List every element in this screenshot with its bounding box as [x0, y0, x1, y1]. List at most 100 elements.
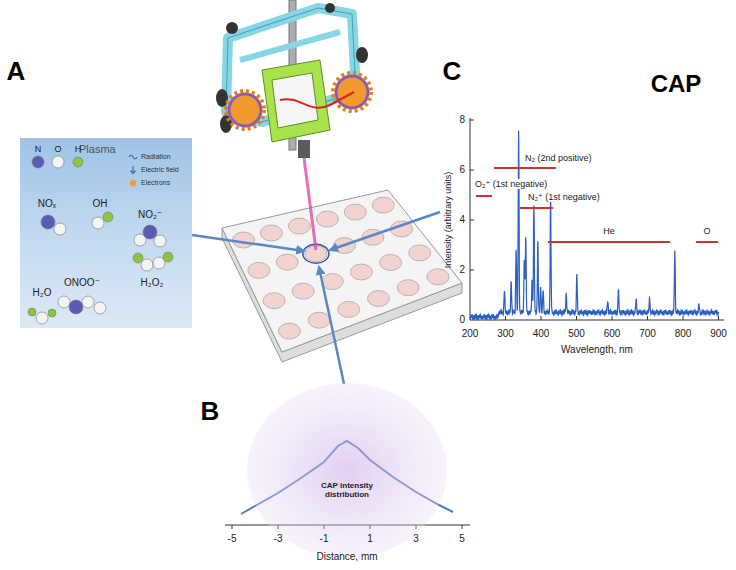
band-bars: [520, 207, 553, 209]
panel-letter: C: [443, 57, 462, 87]
panel-letter: B: [201, 397, 220, 427]
species-label: NO₂⁻: [138, 209, 162, 221]
plasma-device: [240, 32, 340, 60]
intensity-circle: CAP intensity distribution: [247, 383, 447, 558]
well: [368, 291, 390, 307]
pointer-arrows: [330, 212, 440, 250]
species-label: O: [54, 144, 61, 154]
molecule-icons: [92, 217, 104, 229]
legend-sample: [128, 178, 139, 188]
axis-title: Intensity (arbitrary units): [443, 172, 453, 269]
plasma-device: [216, 89, 228, 107]
molecule-icons: [143, 225, 157, 239]
tick-label: 4: [459, 214, 465, 226]
species-label: H: [75, 144, 82, 154]
electron-dot: [130, 180, 136, 186]
band-bars: [476, 195, 492, 197]
tick-label: 5: [459, 533, 465, 545]
band-label: N₂ (2nd positive): [524, 153, 593, 163]
well: [321, 274, 343, 290]
band-label: He: [602, 226, 616, 236]
well-plate: [222, 190, 462, 352]
molecule-icons: [54, 223, 66, 235]
molecule-icons: [48, 309, 56, 317]
band-bars: [494, 167, 556, 169]
molecule-icons: [69, 300, 83, 314]
well: [397, 280, 419, 296]
band-label: O: [702, 226, 711, 236]
well: [380, 255, 402, 271]
axis-title: Distance, mm: [316, 551, 377, 563]
molecule-icons: [94, 302, 106, 314]
well: [338, 301, 360, 317]
species-label: H₂O: [33, 287, 52, 299]
circle-fill: [247, 383, 447, 558]
species-label: H₂O₂: [141, 277, 164, 289]
tick-label: 2: [459, 264, 465, 276]
well: [276, 254, 298, 270]
panel-letter: A: [7, 57, 26, 87]
molecule-icons: [103, 212, 113, 222]
band-bars: [548, 241, 670, 243]
tick-label: 800: [675, 328, 692, 340]
tick-label: 6: [459, 164, 465, 176]
tick-label: 500: [568, 328, 585, 340]
well: [427, 269, 449, 285]
tick-label: 300: [497, 328, 514, 340]
field-arrow: [131, 166, 136, 174]
well: [292, 283, 314, 299]
molecule-icons: [154, 235, 166, 247]
tick-label: 600: [604, 328, 621, 340]
panel-heading: Plasma: [79, 143, 116, 156]
legend-sample: [128, 165, 139, 175]
tick-label: 700: [639, 328, 656, 340]
pointer-arrows: [192, 212, 440, 384]
tick-label: 900: [710, 328, 727, 340]
band-label: N₂⁺ (1st negative): [527, 192, 601, 202]
spectrum-axes: [470, 118, 724, 320]
well-plate: [222, 190, 462, 362]
spectrum-line: [470, 130, 719, 319]
species-label: NOₓ: [38, 198, 56, 210]
well: [248, 262, 270, 278]
plasma-device: [280, 92, 354, 108]
molecule-icons: [28, 156, 173, 324]
circle-outline: [247, 383, 447, 558]
well: [288, 218, 310, 234]
legend-text: Radiation: [141, 153, 171, 161]
tick-label: 8: [459, 114, 465, 126]
molecule-icons: [141, 259, 153, 271]
molecule-icons: [73, 157, 83, 167]
plasma-device: [216, 0, 371, 158]
well: [308, 312, 330, 328]
plasma-jet: [304, 158, 316, 250]
band-label: O₂⁺ (1st negative): [474, 179, 548, 189]
tick-label: -5: [228, 533, 237, 545]
tick-label: 400: [533, 328, 550, 340]
axis-title: Wavelength, nm: [561, 344, 633, 356]
plasma-device: [298, 140, 310, 158]
tick-label: 3: [413, 533, 419, 545]
legend-text: Electrons: [141, 179, 170, 187]
molecule-icons: [41, 215, 55, 229]
well: [409, 245, 431, 261]
tick-label: -1: [320, 533, 329, 545]
well: [278, 323, 300, 339]
well: [372, 197, 394, 213]
plasma-device: [356, 47, 368, 63]
plasma-device: [226, 91, 264, 129]
well: [260, 225, 282, 241]
pointer-arrows: [319, 267, 344, 384]
species-label: ONOO⁻: [64, 277, 100, 289]
well: [344, 204, 366, 220]
well: [263, 293, 285, 309]
radiation-wave: [129, 155, 137, 159]
species-label: OH: [93, 198, 108, 210]
species-label: N: [35, 144, 42, 154]
pointer-arrows: [192, 235, 304, 251]
molecule-icons: [36, 312, 48, 324]
well: [316, 211, 338, 227]
molecule-icons: [28, 308, 36, 316]
plasma-device: [325, 3, 335, 13]
